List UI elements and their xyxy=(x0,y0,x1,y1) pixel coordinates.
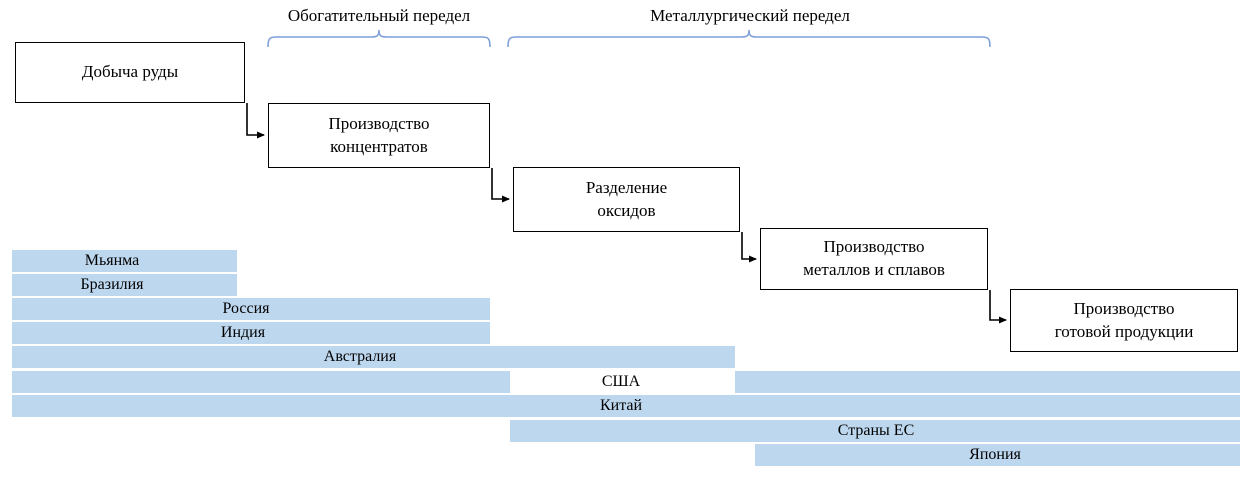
section-label-metallurgical: Металлургический передел xyxy=(650,6,850,25)
country-label: Россия xyxy=(222,300,270,317)
country-bar-segment xyxy=(12,395,1240,417)
metallurgical-bracket xyxy=(507,29,991,48)
country-label: Австралия xyxy=(323,348,397,365)
country-row-australia: Австралия xyxy=(0,346,1251,368)
process-box-label: Производство готовой продукции xyxy=(1054,298,1194,341)
country-row-russia: Россия xyxy=(0,298,1251,320)
section-label-enrichment: Обогатительный передел xyxy=(287,6,471,25)
enrichment-bracket xyxy=(267,29,491,48)
country-bar-segment xyxy=(12,322,490,344)
country-bar-segment xyxy=(510,420,1240,442)
country-label: Индия xyxy=(220,324,266,341)
country-bar-segment xyxy=(12,346,735,368)
connector-arrow-1 xyxy=(246,103,265,139)
country-row-myanmar: Мьянма xyxy=(0,250,1251,272)
process-box-oxide-separation: Разделение оксидов xyxy=(513,167,740,232)
country-bar-segment xyxy=(735,371,1240,393)
country-row-usa: США xyxy=(0,371,1251,393)
process-box-label: Производство металлов и сплавов xyxy=(803,237,945,279)
country-bar-segment xyxy=(12,298,490,320)
country-label: Страны ЕС xyxy=(837,422,915,439)
country-label: США xyxy=(601,373,641,390)
country-row-eu: Страны ЕС xyxy=(0,420,1251,442)
process-box-ore-mining: Добыча руды xyxy=(15,42,245,103)
country-bar-segment xyxy=(755,444,1240,466)
process-box-label: Добыча руды xyxy=(81,62,179,82)
country-label: Бразилия xyxy=(80,276,144,293)
process-box-label: Производство концентратов xyxy=(328,113,430,156)
process-box-label: Разделение оксидов xyxy=(585,177,668,220)
country-label: Мьянма xyxy=(84,252,140,269)
country-row-japan: Япония xyxy=(0,444,1251,466)
country-label: Китай xyxy=(599,397,643,414)
process-box-finished-products: Производство готовой продукции xyxy=(1010,289,1238,352)
country-label: Япония xyxy=(969,446,1021,463)
country-row-china: Китай xyxy=(0,395,1251,417)
country-bar-segment xyxy=(12,274,237,296)
country-row-india: Индия xyxy=(0,322,1251,344)
country-bar-segment xyxy=(12,371,510,393)
connector-arrow-2 xyxy=(491,168,510,203)
process-box-concentrates: Производство концентратов xyxy=(268,103,490,168)
process-box-metals-alloys: Производство металлов и сплавов xyxy=(760,228,988,290)
country-row-brazil: Бразилия xyxy=(0,274,1251,296)
country-bar-segment xyxy=(12,250,237,272)
